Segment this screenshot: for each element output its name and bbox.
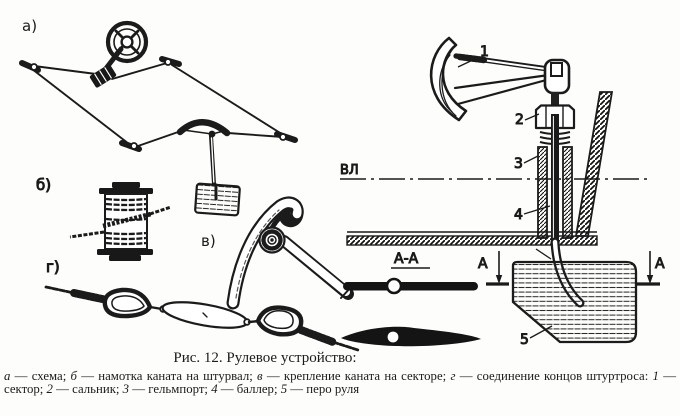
section-cut-marks: А А	[478, 251, 666, 286]
drum-winding-b: б)	[36, 176, 172, 261]
waterline: ВЛ	[340, 163, 649, 180]
part-label-a: а)	[22, 17, 37, 35]
figure-legend: а — схема; б — намотка каната на штурвал…	[4, 368, 676, 397]
section-a-a: А-А	[341, 251, 481, 347]
schematic-sector-rudder	[176, 119, 241, 217]
main-sector	[429, 36, 571, 122]
section-arrow-label-right: А	[655, 256, 665, 272]
waterline-label: ВЛ	[340, 163, 359, 178]
sector-cable-attachment-v: в)	[201, 196, 354, 310]
section-arrow-label-left: А	[478, 256, 488, 272]
stock-head	[551, 92, 559, 114]
callout-2: 2	[515, 112, 524, 128]
part-label-v: в)	[201, 232, 216, 250]
flat-plate-section	[343, 277, 478, 295]
section-a-a-label: А-А	[394, 251, 419, 267]
turnbuckle-assembly-g: г)	[44, 258, 360, 352]
steering-gear-figure: а)	[19, 17, 666, 352]
steering-wheel	[89, 20, 149, 88]
callout-5: 5	[520, 332, 529, 348]
steering-cables	[31, 62, 286, 147]
part-label-g: г)	[46, 258, 60, 276]
thimble-eye	[258, 226, 286, 254]
schematic-a: а)	[19, 17, 298, 217]
helm-port-tube	[537, 146, 573, 239]
callouts: 1 2 3 4 5	[457, 44, 553, 349]
rudder-blade	[511, 260, 638, 344]
main-drawing: ВЛ	[340, 36, 666, 349]
figure-caption: Рис. 12. Рулевое устройство: а — схема; …	[0, 350, 680, 397]
callout-3: 3	[514, 156, 523, 172]
figure-caption-title: Рис. 12. Рулевое устройство:	[173, 350, 357, 366]
part-label-b: б)	[36, 176, 51, 194]
transom	[574, 91, 614, 237]
corner-pulley	[19, 56, 298, 152]
callout-1: 1	[480, 44, 489, 60]
callout-4: 4	[514, 207, 523, 223]
streamlined-section	[341, 326, 481, 347]
